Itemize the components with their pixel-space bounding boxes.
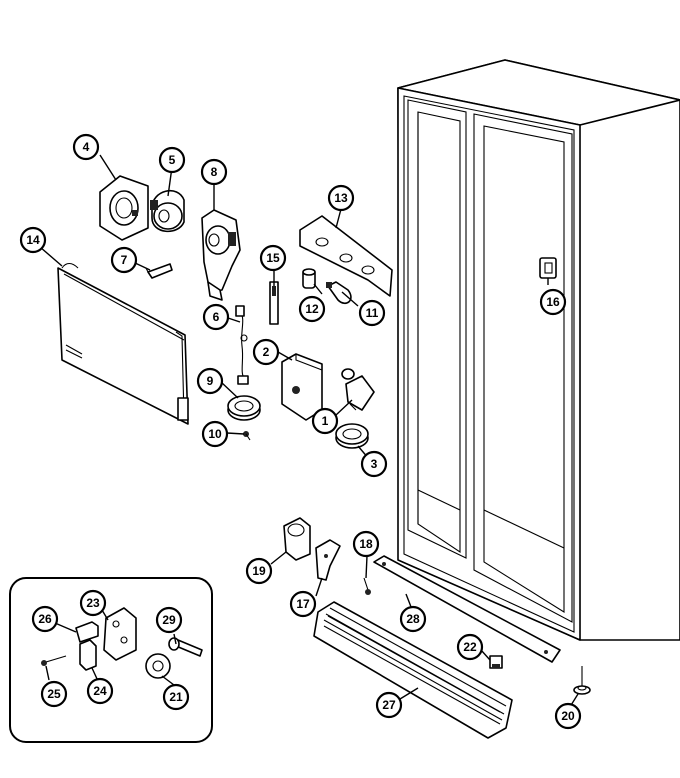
part-28-rail [373, 555, 561, 663]
part-5-fan-housing [150, 189, 185, 233]
svg-text:13: 13 [334, 191, 348, 205]
part-10-screw [243, 431, 251, 441]
callout-20: 20 [554, 702, 582, 730]
callout-17: 17 [289, 590, 317, 618]
part-16-switch [539, 257, 557, 279]
callout-19: 19 [245, 557, 273, 585]
inset-hinge-box [9, 577, 213, 743]
callout-15: 15 [259, 244, 287, 272]
callout-9: 9 [196, 367, 224, 395]
part-8-fan-motor [201, 209, 241, 301]
callout-28: 28 [399, 605, 427, 633]
svg-text:16: 16 [546, 295, 560, 309]
svg-text:19: 19 [252, 564, 266, 578]
svg-text:12: 12 [305, 302, 319, 316]
part-7-clip [145, 263, 173, 279]
part-3-knob [335, 423, 369, 449]
part-11-light-bulb [326, 281, 352, 305]
svg-text:10: 10 [208, 427, 222, 441]
part-15-switch [269, 281, 279, 325]
svg-text:28: 28 [406, 612, 420, 626]
svg-text:26: 26 [38, 612, 52, 626]
svg-text:3: 3 [371, 457, 378, 471]
part-1-damper-control [341, 368, 375, 411]
callout-4: 4 [72, 133, 100, 161]
svg-text:4: 4 [83, 140, 90, 154]
part-4-fan-shroud [99, 175, 149, 241]
part-18-screw [363, 577, 371, 595]
callout-8: 8 [200, 158, 228, 186]
callout-23: 23 [79, 589, 107, 617]
svg-text:14: 14 [26, 233, 40, 247]
part-12-light-socket [302, 268, 316, 289]
callout-3: 3 [360, 450, 388, 478]
svg-text:2: 2 [263, 345, 270, 359]
svg-text:17: 17 [296, 597, 310, 611]
part-22-clip [489, 655, 503, 669]
part-2-damper-housing [281, 353, 323, 421]
callout-29: 29 [155, 606, 183, 634]
svg-text:1: 1 [322, 414, 329, 428]
cabinet [397, 59, 680, 641]
callout-14: 14 [19, 226, 47, 254]
callout-13: 13 [327, 184, 355, 212]
svg-text:23: 23 [86, 596, 100, 610]
svg-text:8: 8 [211, 165, 218, 179]
svg-text:24: 24 [93, 684, 107, 698]
svg-text:22: 22 [463, 640, 477, 654]
callout-2: 2 [252, 338, 280, 366]
part-6-wiring-harness [235, 305, 249, 385]
callout-10: 10 [201, 420, 229, 448]
part-9-knob [227, 395, 261, 421]
callout-6: 6 [202, 303, 230, 331]
svg-text:18: 18 [359, 537, 373, 551]
part-27-grille [313, 601, 513, 739]
callout-1: 1 [311, 407, 339, 435]
svg-text:27: 27 [382, 698, 396, 712]
callout-16: 16 [539, 288, 567, 316]
callout-27: 27 [375, 691, 403, 719]
callout-21: 21 [162, 683, 190, 711]
svg-text:25: 25 [47, 687, 61, 701]
part-17-bracket [315, 539, 341, 581]
svg-text:20: 20 [561, 709, 575, 723]
leader-lines [39, 154, 579, 711]
svg-text:29: 29 [162, 613, 176, 627]
svg-text:7: 7 [121, 253, 128, 267]
svg-text:9: 9 [207, 374, 214, 388]
svg-text:15: 15 [266, 251, 280, 265]
callout-7: 7 [110, 246, 138, 274]
callout-22: 22 [456, 633, 484, 661]
callout-5: 5 [158, 146, 186, 174]
svg-text:6: 6 [213, 310, 220, 324]
callout-18: 18 [352, 530, 380, 558]
svg-text:11: 11 [366, 306, 379, 320]
callout-26: 26 [31, 605, 59, 633]
callout-11: 11 [358, 299, 386, 327]
callout-25: 25 [40, 680, 68, 708]
part-19-clip [283, 517, 311, 561]
part-14-cover-panel [57, 262, 189, 425]
callout-12: 12 [298, 295, 326, 323]
svg-text:21: 21 [169, 690, 183, 704]
part-20-leveling-leg [573, 666, 591, 695]
part-13-light-bracket [299, 215, 393, 297]
svg-text:5: 5 [169, 153, 176, 167]
callout-24: 24 [86, 677, 114, 705]
